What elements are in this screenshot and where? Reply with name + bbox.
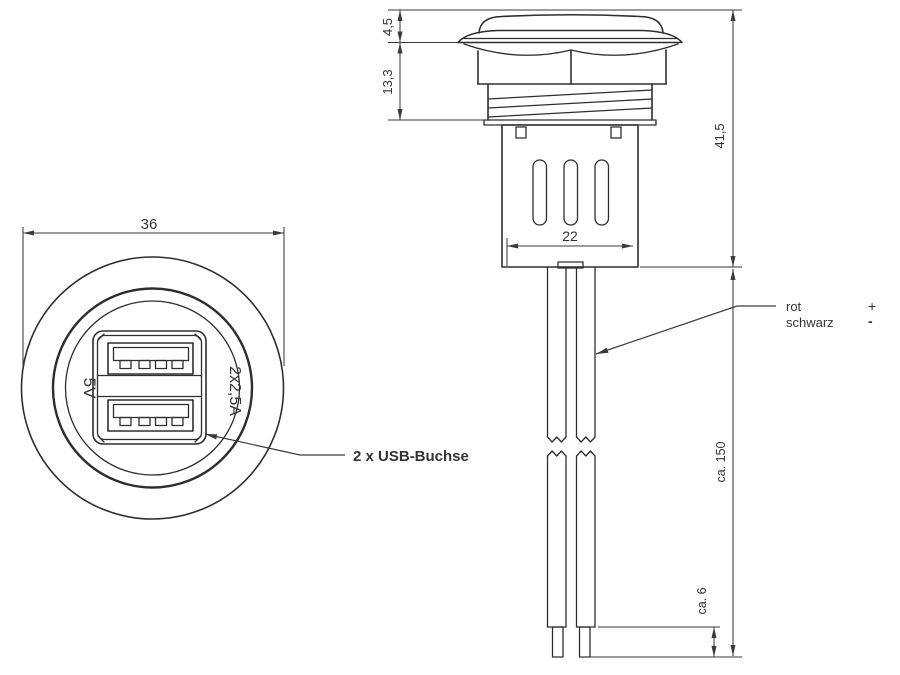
cap-dimensions: 4,5 13,3 [380, 10, 488, 121]
thread-line [487, 89, 653, 100]
bezel-ring-circle [51, 287, 254, 489]
vent-slot [532, 159, 548, 226]
usb-pin [154, 359, 168, 370]
usb-module-outer-frame [92, 330, 207, 445]
usb-port-tongue [112, 346, 190, 362]
arrowhead [596, 347, 609, 354]
positive-wire-color-label: rot [786, 299, 802, 314]
usb-port-shell [107, 342, 194, 375]
usb-module-inner-frame [96, 334, 203, 441]
usb-pin [119, 359, 132, 370]
corner-tick [97, 435, 105, 443]
usb-port-upper [107, 342, 194, 375]
arrowhead [711, 646, 717, 657]
body-width-dimension: 22 [506, 228, 633, 266]
cable-length-dim-label: ca. 150 [714, 441, 728, 482]
head-height-dim-label: 13,3 [380, 69, 395, 94]
vent-slot [594, 159, 610, 226]
negative-wire-color-label: schwarz [786, 315, 834, 330]
arrowhead [730, 256, 736, 267]
arrowhead [397, 10, 403, 21]
usb-pin [119, 416, 132, 427]
bottom-tab [557, 261, 584, 269]
arrowhead [397, 31, 403, 43]
current-label: 2x2,5A [226, 366, 243, 416]
wire-break-mark [546, 436, 567, 443]
wire-color-callout: rot + schwarz - [595, 298, 876, 355]
wire-callout-leader-line [595, 305, 776, 355]
inner-ring-circle [64, 300, 241, 476]
arrowhead [730, 645, 736, 656]
wire-break-mark [546, 450, 567, 457]
wire-break-mark [575, 436, 596, 443]
arrowhead [205, 434, 218, 440]
body-width-dim-label: 22 [562, 228, 578, 244]
cap-collar [463, 43, 679, 85]
arrowhead [397, 42, 403, 54]
arrowhead [711, 627, 717, 638]
usb-pin [138, 416, 151, 427]
usb-pin [171, 416, 184, 427]
arrowhead [507, 243, 518, 249]
thread-line [487, 98, 653, 109]
arrowhead [273, 230, 284, 236]
cable-wires [546, 266, 596, 658]
height-dimensions: 41,5 ca. 150 ca. 6 [388, 9, 742, 658]
usb-module [92, 330, 207, 445]
front-view: 5V 2x2,5A 36 2 x USB-Buchse [20, 216, 469, 520]
corner-tick [97, 333, 105, 341]
wire-break-mark [575, 450, 596, 457]
usb-port-shell [107, 399, 194, 432]
stripped-conductor [578, 626, 591, 658]
cap-dome [478, 13, 664, 34]
corner-tick [194, 435, 202, 443]
mount-hole [515, 126, 527, 139]
diameter-dimension: 36 [22, 216, 285, 366]
usb-port-tongue [112, 403, 190, 419]
usb-pin [154, 416, 168, 427]
strip-length-dim-label: ca. 6 [695, 587, 709, 614]
usb-pin [171, 359, 184, 370]
negative-sign-label: - [868, 313, 873, 329]
mount-hole [610, 126, 622, 139]
corner-tick [194, 333, 202, 341]
usb-pin [138, 359, 151, 370]
cap-brim [457, 29, 683, 44]
arrowhead [622, 243, 633, 249]
side-view: 22 [380, 9, 876, 658]
thread-section [483, 83, 657, 126]
housing-body [501, 124, 639, 269]
thread-line [487, 107, 653, 118]
arrowhead [23, 230, 34, 236]
usb-port-lower [107, 399, 194, 432]
cap-lip-dim-label: 4,5 [380, 18, 395, 36]
total-height-dim-label: 41,5 [712, 123, 727, 148]
body-outline [501, 124, 639, 268]
positive-sign-label: + [868, 298, 876, 314]
usb-callout-label: 2 x USB-Buchse [353, 448, 469, 465]
arrowhead [397, 109, 403, 120]
arrowhead [730, 269, 736, 280]
callout-leader-line [204, 433, 345, 456]
arrowhead [730, 10, 736, 21]
voltage-label: 5V [80, 378, 99, 399]
vent-slot [563, 159, 579, 226]
outer-ring-circle [20, 256, 285, 520]
usb-callout: 2 x USB-Buchse [204, 433, 469, 465]
diameter-dim-label: 36 [141, 216, 158, 233]
stripped-conductor [551, 626, 564, 658]
